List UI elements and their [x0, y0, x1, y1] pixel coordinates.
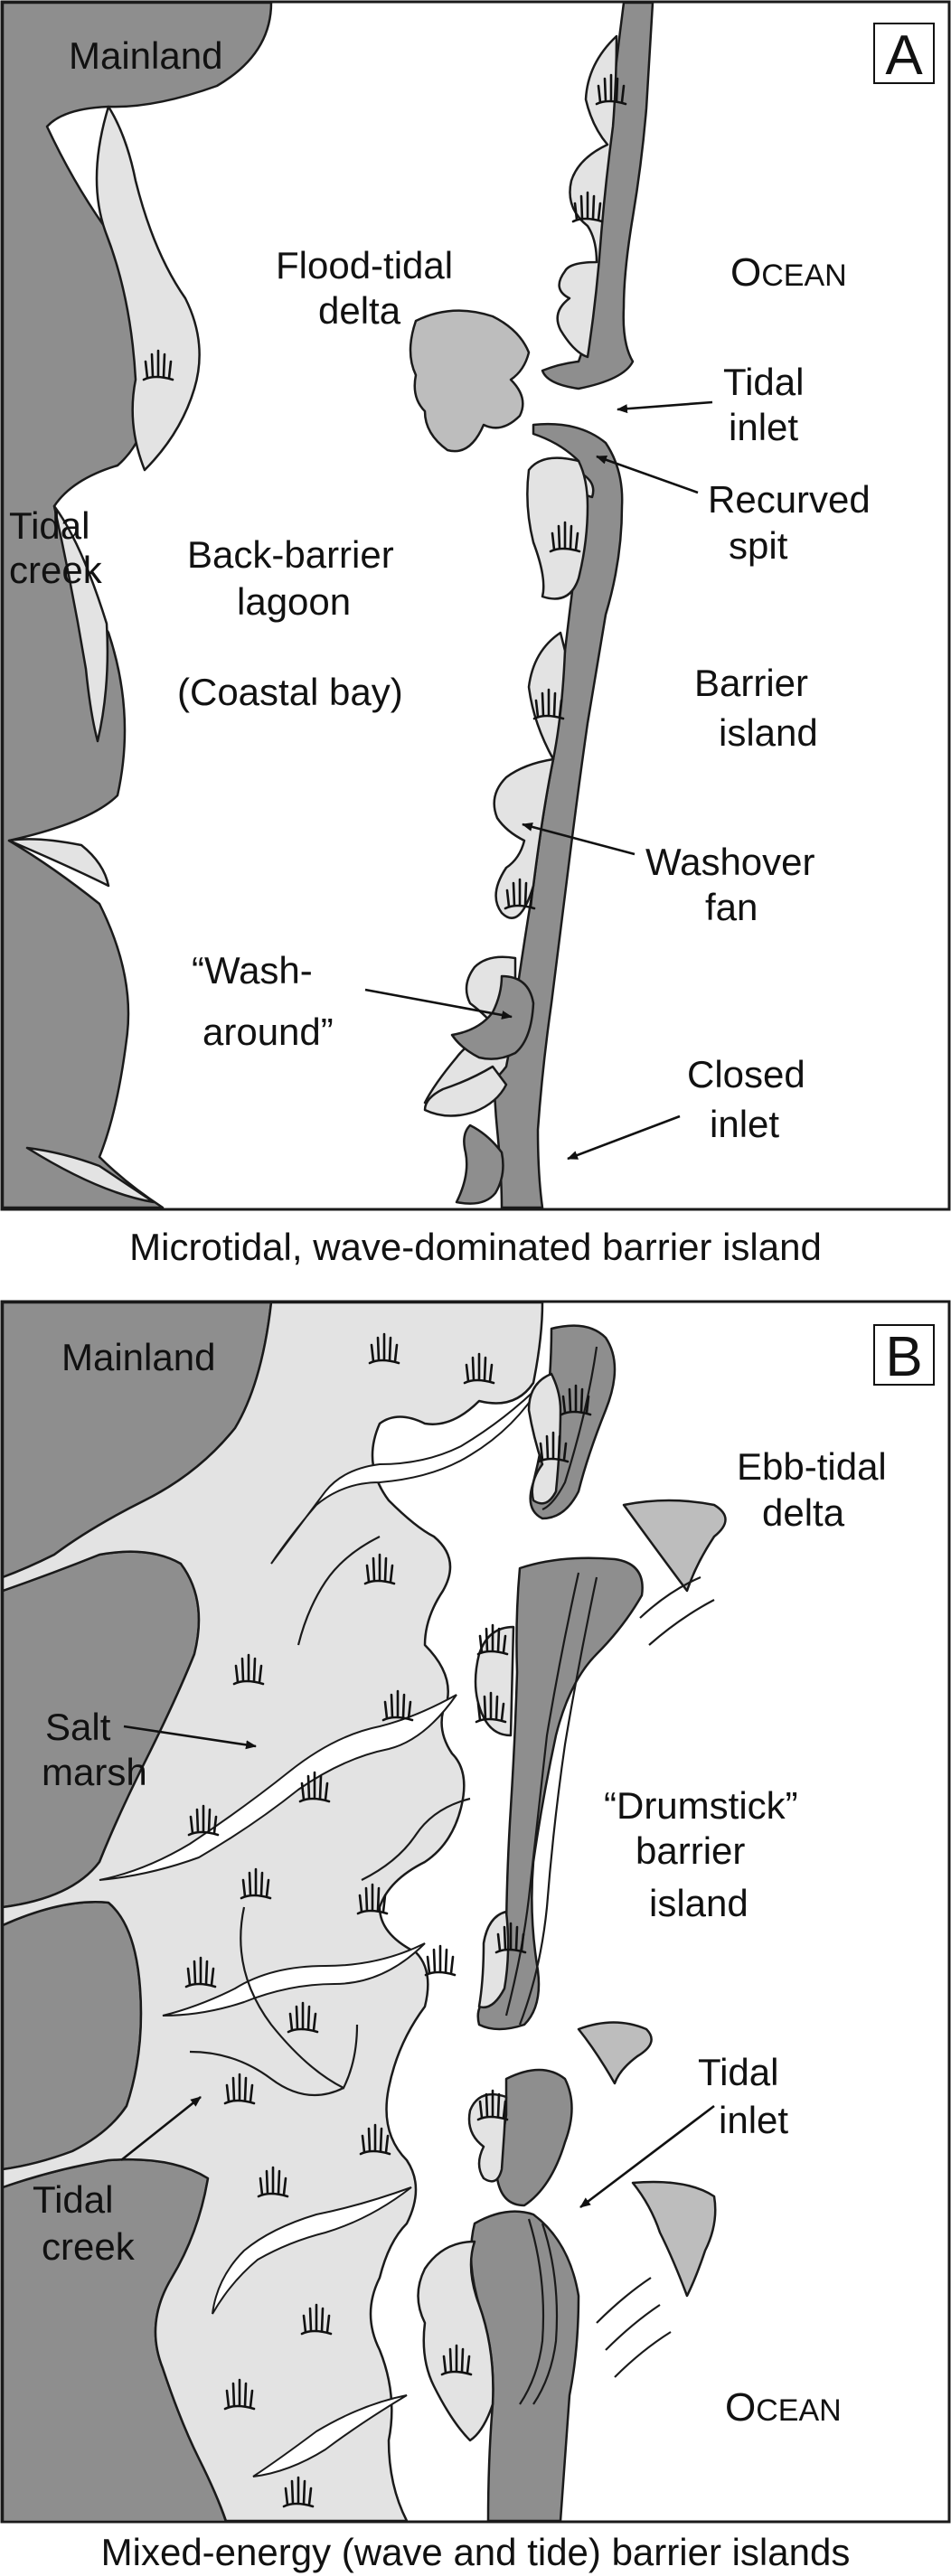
label-closed-inlet-1: Closed [687, 1053, 805, 1095]
panel-a-fringe-marsh-3 [7, 838, 110, 888]
panel-b: B Mainland Ebb-tidal delta Salt marsh “D… [0, 1300, 951, 2573]
label-washover-fan-2: fan [705, 886, 758, 928]
label-tidal-creek-b-1: Tidal [33, 2178, 113, 2221]
panel-b-swash-bar-2 [648, 1599, 715, 1646]
panel-b-channel-2 [99, 1694, 457, 1881]
panel-b-swash-bar-4 [605, 2304, 661, 2351]
label-drumstick-3: island [649, 1882, 749, 1924]
panel-b-ebb-delta-1 [622, 1499, 727, 1593]
panel-a-closed-inlet-shoal [455, 1123, 504, 1205]
label-tidal-creek-a-1: Tidal [9, 504, 89, 547]
panel-b-creek-line-4 [361, 1797, 471, 1881]
label-tidal-inlet-a-1: Tidal [723, 361, 804, 403]
panel-a-flood-tidal-delta [409, 309, 531, 453]
label-barrier-island-2: island [719, 711, 818, 754]
panel-b-channel-5 [252, 2394, 408, 2477]
panel-a-south-marsh [526, 456, 589, 600]
label-tidal-inlet-b-1: Tidal [698, 2051, 778, 2093]
label-back-barrier-1: Back-barrier [187, 533, 394, 576]
label-mainland-b: Mainland [61, 1336, 215, 1378]
label-barrier-island-1: Barrier [694, 662, 808, 704]
panel-b-north-island-ridge [541, 1346, 598, 1511]
panel-b-ebb-delta-3 [631, 2180, 717, 2298]
panel-a-washover-1 [493, 757, 555, 919]
label-ocean-b-first: O [725, 2385, 756, 2430]
label-tidal-inlet-a-2: inlet [729, 406, 798, 448]
label-tidal-creek-a-2: creek [9, 549, 103, 591]
arrow-closed-inlet [567, 1114, 681, 1161]
panel-a-closed-inlet-curl [423, 1065, 508, 1117]
label-ebb-tidal-delta-2: delta [762, 1491, 845, 1534]
label-ocean-b: OCEAN [725, 2385, 842, 2430]
label-drumstick-1: “Drumstick” [604, 1784, 798, 1827]
arrow-salt-marsh [123, 1725, 257, 1750]
panel-b-swash-bar-5 [614, 2331, 672, 2378]
label-flood-tidal-delta-2: delta [318, 289, 401, 332]
label-ocean-b-rest: CEAN [756, 2393, 841, 2428]
label-drumstick-2: barrier [636, 1829, 745, 1872]
panel-b-channel-3 [162, 1942, 426, 2017]
label-recurved-spit-2: spit [729, 524, 788, 567]
panel-b-swash-bar-3 [596, 2277, 652, 2324]
label-mainland-a: Mainland [69, 34, 222, 77]
panel-a: A Mainland OCEAN Flood-tidal delta Tidal… [0, 0, 951, 1268]
label-back-barrier-2: lagoon [237, 580, 351, 623]
label-closed-inlet-2: inlet [710, 1103, 779, 1145]
label-wash-around-1: “Wash- [192, 949, 313, 992]
label-wash-around-2: around” [202, 1011, 334, 1053]
panel-b-creek-line-1 [240, 1906, 359, 2090]
panel-b-channel-4 [212, 2186, 412, 2315]
arrow-tidal-creek-b [120, 2095, 202, 2162]
panel-b-creek-line-3 [297, 1536, 381, 1646]
label-washover-fan-1: Washover [645, 841, 815, 883]
label-salt-marsh-2: marsh [42, 1751, 147, 1793]
panel-b-drumstick-marsh-2 [477, 1910, 510, 2009]
arrow-wash-around [364, 988, 513, 1020]
arrow-recurved-spit [596, 455, 699, 494]
label-ocean-a: OCEAN [730, 250, 847, 295]
label-coastal-bay: (Coastal bay) [177, 671, 403, 713]
arrow-washover-fan [522, 822, 636, 856]
arrow-tidal-inlet-a [617, 400, 713, 414]
panel-b-letter-box [873, 1324, 935, 1386]
panel-b-south-island-lower-marsh [417, 2240, 494, 2442]
panel-a-fringe-marsh [95, 105, 201, 472]
panel-b-north-island-marsh [527, 1372, 562, 1505]
panel-b-swash-bar-1 [639, 1575, 701, 1619]
label-salt-marsh-1: Salt [45, 1706, 111, 1748]
panel-a-caption: Microtidal, wave-dominated barrier islan… [129, 1226, 822, 1268]
panel-b-letter: B [885, 1326, 922, 1388]
panel-a-south-marsh-2 [527, 631, 567, 761]
label-ocean-a-rest: CEAN [761, 259, 846, 293]
panel-b-drumstick-ridge-2 [518, 1576, 598, 2026]
panel-b-south-island-ridge-1 [532, 2223, 559, 2405]
label-flood-tidal-delta-1: Flood-tidal [276, 244, 453, 287]
label-tidal-inlet-b-2: inlet [719, 2099, 788, 2141]
panel-a-fringe-marsh-2 [52, 504, 109, 743]
panel-b-creek-line-2 [189, 2050, 344, 2097]
label-ebb-tidal-delta-1: Ebb-tidal [737, 1445, 887, 1488]
panel-a-letter-box [873, 23, 935, 84]
label-recurved-spit-1: Recurved [708, 478, 871, 521]
panel-a-letter: A [885, 24, 923, 87]
panel-b-caption: Mixed-energy (wave and tide) barrier isl… [101, 2531, 851, 2573]
label-tidal-creek-b-2: creek [42, 2225, 136, 2268]
panel-b-salt-marsh-platform [1, 1301, 544, 2523]
label-ocean-a-first: O [730, 250, 761, 295]
panel-b-channel-1 [270, 1382, 543, 1565]
panel-b-drumstick-island [476, 1556, 644, 2031]
panel-b-ebb-delta-2 [577, 2021, 653, 2085]
panel-b-south-island-ridge-2 [519, 2218, 545, 2405]
panel-a-fringe-marsh-4 [25, 1146, 155, 1204]
arrow-tidal-inlet-b [579, 2104, 715, 2209]
